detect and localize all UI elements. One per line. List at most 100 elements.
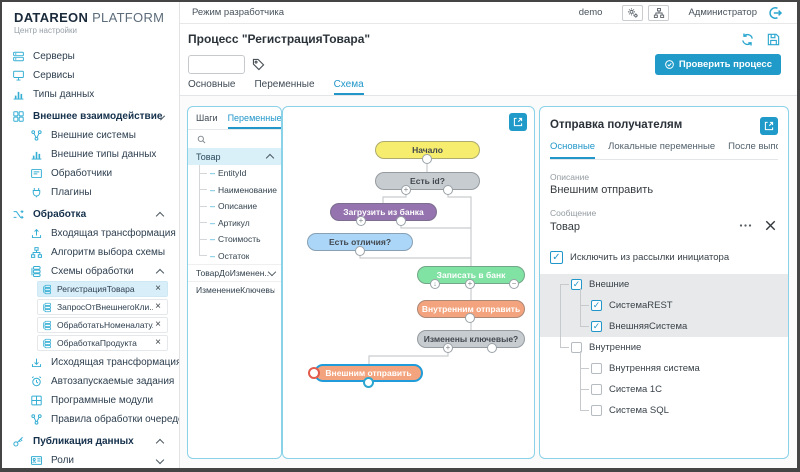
tab-main[interactable]: Основные (188, 79, 236, 90)
tab-schema[interactable]: Схема (333, 79, 364, 95)
sidebar-item-handlers[interactable]: Обработчики (2, 164, 179, 183)
tab-panel-variables[interactable]: Переменные (227, 113, 281, 129)
close-icon[interactable]: × (155, 319, 161, 330)
port-out[interactable] (422, 154, 432, 164)
chevron-up-icon[interactable] (155, 438, 165, 448)
topology-button[interactable] (648, 4, 670, 21)
sidebar-item-data-types[interactable]: Типы данных (2, 85, 179, 104)
exclude-initiator-row[interactable]: Исключить из рассылки инициатора (550, 251, 778, 264)
inspector-tab-local-variables[interactable]: Локальные переменные (608, 141, 716, 152)
checkbox-unchecked[interactable] (591, 405, 602, 416)
search-icon[interactable] (196, 134, 207, 145)
description-value[interactable]: Внешним отправить (550, 184, 654, 196)
close-icon[interactable]: × (155, 301, 161, 312)
sidebar-item-incoming-transformation[interactable]: Входящая трансформация (2, 224, 179, 243)
sidebar-item-scheme-algorithm[interactable]: Алгоритм выбора схемы (2, 243, 179, 262)
settings-button[interactable] (622, 4, 644, 21)
port-out[interactable] (465, 313, 475, 323)
ellipsis-icon[interactable] (738, 218, 753, 233)
flow-node-load-from-bank[interactable]: Загрузить из банка (330, 203, 437, 221)
port-add[interactable] (465, 279, 475, 289)
inspector-tab-after-execution[interactable]: После выполнения (728, 141, 778, 152)
sidebar-section-processing[interactable]: Обработка (2, 202, 179, 224)
variable-article[interactable]: –Артикул (188, 215, 281, 232)
variable-group-tovar[interactable]: Товар (188, 148, 281, 165)
variable-stock[interactable]: –Остаток (188, 248, 281, 265)
checkbox-checked[interactable] (571, 279, 582, 290)
sidebar-item-processing-schemes[interactable]: Схемы обработки (2, 262, 179, 281)
port-input-selected[interactable] (308, 367, 320, 379)
checkbox-checked[interactable] (591, 300, 602, 311)
chevron-down-icon[interactable] (155, 455, 165, 464)
clear-icon[interactable] (763, 218, 778, 233)
flow-node-has-id[interactable]: Есть id? (375, 172, 480, 190)
tree-item-system-sql[interactable]: Система SQL (550, 400, 778, 421)
tree-item-label: СистемаREST (609, 300, 673, 311)
sidebar-item-external-data-types[interactable]: Внешние типы данных (2, 145, 179, 164)
sidebar-item-servers[interactable]: Серверы (2, 47, 179, 66)
checkbox-checked[interactable] (591, 321, 602, 332)
tree-item-internal-system[interactable]: Внутренняя система (550, 358, 778, 379)
exclude-initiator-checkbox[interactable] (550, 251, 563, 264)
sidebar-item-services[interactable]: Сервисы (2, 66, 179, 85)
inspector-tab-main[interactable]: Основные (550, 141, 596, 159)
flow-node-keys-changed[interactable]: Изменены ключевые? (417, 330, 525, 348)
sidebar-item-autorun-tasks[interactable]: Автозапускаемые задания (2, 372, 179, 391)
sidebar-item-plugins[interactable]: Плагины (2, 183, 179, 202)
port-out-selected[interactable] (363, 377, 374, 388)
tree-item-internal[interactable]: Внутренние (550, 337, 778, 358)
save-icon[interactable] (766, 32, 781, 47)
tree-item-system-1c[interactable]: Система 1С (550, 379, 778, 400)
scheme-tab-request[interactable]: ЗапросОтВнешнегоКли...× (37, 299, 168, 315)
tag-input[interactable] (188, 55, 245, 74)
variable-name[interactable]: –Наименование (188, 182, 281, 199)
sidebar-item-program-modules[interactable]: Программные модули (2, 391, 179, 410)
scheme-tab-nomenclature[interactable]: ОбработатьНоменалату...× (37, 317, 168, 333)
tree-item-systemrest[interactable]: СистемаREST (550, 295, 778, 316)
sidebar-item-roles[interactable]: Роли (2, 451, 179, 468)
checkbox-unchecked[interactable] (591, 363, 602, 374)
message-value[interactable]: Товар (550, 220, 580, 233)
checkbox-unchecked[interactable] (571, 342, 582, 353)
tree-item-external[interactable]: Внешние (550, 274, 778, 295)
port-out[interactable] (396, 216, 406, 226)
sidebar-item-outgoing-transformation[interactable]: Исходящая трансформация (2, 353, 179, 372)
variable-description[interactable]: –Описание (188, 198, 281, 215)
port-out[interactable] (443, 185, 453, 195)
sidebar-section-publication[interactable]: Публикация данных (2, 429, 179, 451)
scheme-tab-product[interactable]: ОбработкаПродукта× (37, 335, 168, 351)
variable-entityid[interactable]: –EntityId (188, 165, 281, 182)
sidebar-item-external-systems[interactable]: Внешние системы (2, 126, 179, 145)
variable-group-key-change[interactable]: ИзменениеКлючевых... (188, 281, 281, 298)
close-icon[interactable]: × (155, 283, 161, 294)
logout-icon[interactable] (767, 5, 783, 21)
refresh-icon[interactable] (740, 32, 755, 47)
port-remove[interactable] (509, 279, 519, 289)
process-icon (12, 208, 25, 221)
variable-group-tovar-before[interactable]: ТоварДоИзменен... (188, 264, 281, 281)
checkbox-unchecked[interactable] (591, 384, 602, 395)
chevron-up-icon[interactable] (155, 268, 165, 278)
port-add[interactable] (401, 185, 411, 195)
port-add[interactable] (356, 216, 366, 226)
port-out[interactable] (355, 246, 365, 256)
close-icon[interactable]: × (155, 337, 161, 348)
port-out[interactable] (487, 343, 497, 353)
tab-steps[interactable]: Шаги (196, 113, 218, 123)
sidebar-item-label: Плагины (51, 187, 92, 198)
variable-cost[interactable]: –Стоимость (188, 231, 281, 248)
sidebar-section-external[interactable]: Внешнее взаимодействие (2, 104, 179, 126)
chevron-up-icon[interactable] (155, 211, 165, 221)
chevron-up-icon[interactable] (265, 153, 275, 163)
verify-process-button[interactable]: Проверить процесс (654, 54, 781, 75)
tree-item-external-system[interactable]: ВнешняяСистема (550, 316, 778, 337)
port-add[interactable] (443, 343, 453, 353)
flowchart-canvas[interactable]: Начало Есть id? Загрузить из банка Есть … (282, 106, 535, 459)
sidebar-item-queue-rules[interactable]: Правила обработки очередей (2, 410, 179, 429)
inspector-expand-button[interactable] (760, 117, 778, 135)
port-down[interactable] (430, 279, 440, 289)
scheme-tab-registration[interactable]: РегистрацияТовара× (37, 281, 168, 297)
tag-icon[interactable] (251, 57, 266, 72)
canvas-expand-button[interactable] (509, 113, 527, 131)
tab-variables[interactable]: Переменные (254, 79, 315, 90)
